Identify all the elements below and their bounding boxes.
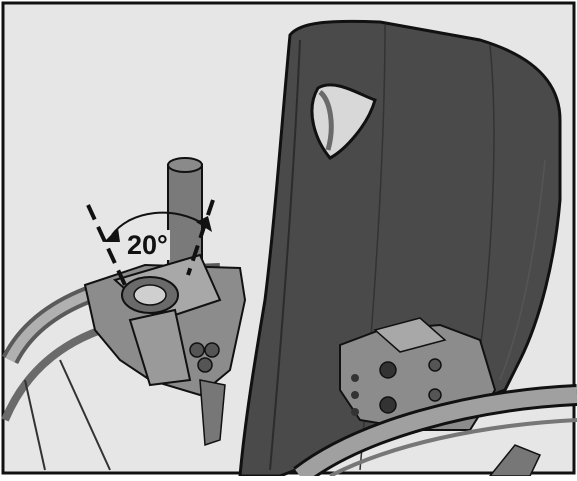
backrest-contour-1 xyxy=(269,39,301,471)
hole-1 xyxy=(351,374,359,382)
backrest-edge-highlight xyxy=(499,159,546,381)
left-lower-bracket xyxy=(199,379,226,447)
bolt-7 xyxy=(428,388,442,402)
hole-2 xyxy=(351,391,359,399)
wheel-handrim-right xyxy=(329,418,577,478)
angle-arrowhead-left xyxy=(104,228,120,242)
hole-3 xyxy=(351,408,359,416)
right-clamp-top xyxy=(373,317,447,353)
angle-line-right xyxy=(186,199,215,276)
wheel-spoke-2 xyxy=(24,379,46,471)
wheel-rim-right xyxy=(295,387,577,481)
angle-label: 20° xyxy=(125,230,170,260)
left-clamp-hole xyxy=(133,284,167,306)
bolt-3 xyxy=(197,357,213,373)
handle-hole-inner-shadow xyxy=(318,90,334,151)
bolt-6 xyxy=(428,358,442,372)
angle-arc xyxy=(111,211,206,236)
bolt-5 xyxy=(379,396,397,414)
bolt-4 xyxy=(379,361,397,379)
angle-line-left xyxy=(86,204,127,286)
left-clamp-arm xyxy=(128,308,192,387)
wheel-spoke-1 xyxy=(59,359,111,471)
angle-arrowhead-right xyxy=(196,216,212,232)
bolt-2 xyxy=(204,342,220,358)
bolt-1 xyxy=(189,342,205,358)
left-post-top xyxy=(167,157,203,173)
